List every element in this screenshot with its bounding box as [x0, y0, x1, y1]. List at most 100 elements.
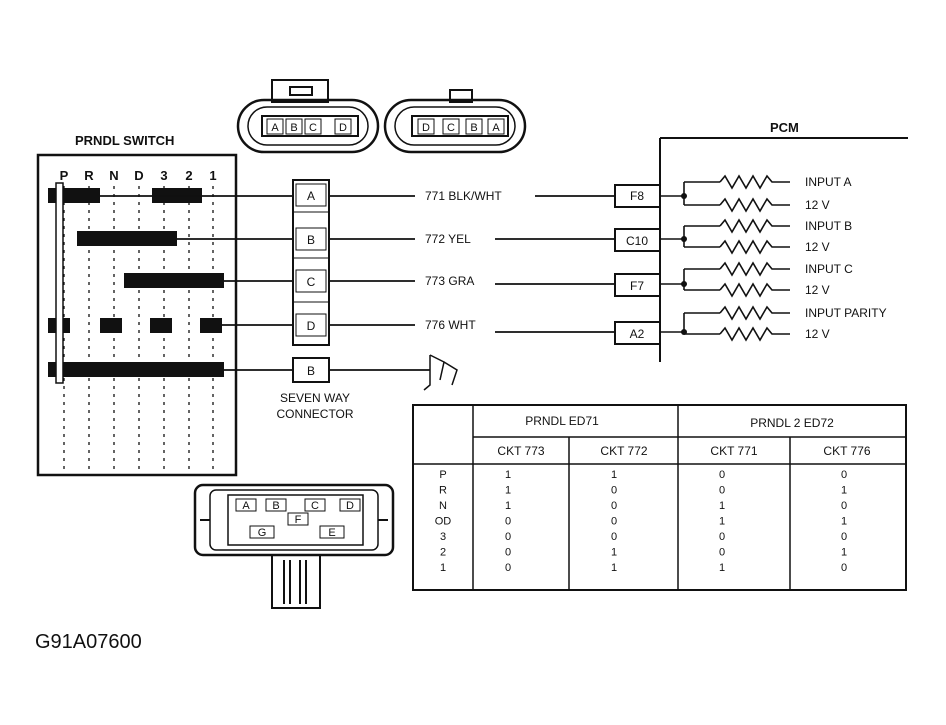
table-col-ckt-776: CKT 776 — [823, 444, 870, 458]
pcm-pin-c10: C10 — [614, 228, 661, 252]
bottom-pin-b: B — [265, 498, 287, 512]
svg-text:B: B — [290, 122, 297, 134]
svg-text:D: D — [307, 319, 316, 333]
pos-label-1: 1 — [209, 168, 216, 183]
table-cell: 1 — [505, 469, 511, 481]
table-cell: 1 — [611, 547, 617, 559]
connector-label-line2: CONNECTOR — [276, 407, 353, 421]
table-group-ed72: PRNDL 2 ED72 — [750, 416, 834, 430]
wire-label-771: 771 BLK/WHT — [425, 189, 502, 203]
top-connector-right-pin-d: D — [417, 118, 435, 135]
pos-label-n: N — [109, 168, 118, 183]
bottom-connector: A B C D F G E — [193, 483, 395, 609]
input-a-voltage: 12 V — [805, 198, 830, 212]
svg-text:F: F — [295, 514, 302, 526]
input-c-voltage: 12 V — [805, 283, 830, 297]
svg-text:A: A — [307, 189, 315, 203]
table-cell: 1 — [611, 469, 617, 481]
table-cell: 1 — [719, 562, 725, 574]
connector-to-pcm-wires — [329, 195, 615, 333]
table-cell: 1 — [505, 485, 511, 497]
connector-label-line1: SEVEN WAY — [280, 391, 350, 405]
svg-text:B: B — [272, 500, 279, 512]
seven-way-connector: A B C D — [292, 179, 330, 346]
svg-text:A: A — [271, 122, 279, 134]
svg-text:B: B — [307, 233, 315, 247]
pos-label-d: D — [134, 168, 143, 183]
table-row-position: OD — [435, 516, 452, 528]
prndl-switch: P R N D 3 2 1 — [36, 153, 238, 477]
connector-pin-d: D — [295, 313, 327, 337]
pos-label-2: 2 — [185, 168, 192, 183]
top-connector-left-pin-b: B — [285, 118, 303, 135]
svg-text:D: D — [422, 122, 430, 134]
bottom-pin-c: C — [304, 498, 326, 512]
connector-pin-c: C — [295, 269, 327, 293]
input-b-label: INPUT B — [805, 219, 852, 233]
pos-label-3: 3 — [160, 168, 167, 183]
input-parity-voltage: 12 V — [805, 327, 830, 341]
table-cell: 0 — [611, 531, 617, 543]
input-parity-label: INPUT PARITY — [805, 306, 887, 320]
bottom-pin-g: G — [249, 525, 275, 539]
top-connector-left-pin-c: C — [304, 118, 322, 135]
pos-label-r: R — [84, 168, 94, 183]
input-c-label: INPUT C — [805, 262, 853, 276]
switch-position-labels: P R N D 3 2 1 — [60, 168, 217, 183]
svg-text:A2: A2 — [630, 327, 645, 341]
table-cell: 0 — [841, 562, 847, 574]
svg-text:D: D — [339, 122, 347, 134]
table-cell: 0 — [719, 485, 725, 497]
table-cell: 0 — [505, 516, 511, 528]
connector-pin-b: B — [295, 227, 327, 251]
table-cell: 1 — [505, 500, 511, 512]
bottom-pin-f: F — [287, 512, 309, 526]
ground-icon — [423, 354, 458, 391]
input-a-label: INPUT A — [805, 175, 851, 189]
connector-pin-a: A — [295, 183, 327, 207]
wire-label-773: 773 GRA — [425, 274, 474, 288]
table-cell: 0 — [719, 531, 725, 543]
svg-text:F8: F8 — [630, 189, 644, 203]
table-cell: 1 — [719, 500, 725, 512]
table-col-ckt-773: CKT 773 — [497, 444, 544, 458]
svg-text:C: C — [311, 500, 319, 512]
pcm-pin-f8: F8 — [614, 184, 661, 208]
switch-slider-rail — [55, 182, 64, 384]
svg-text:C10: C10 — [626, 234, 648, 248]
pcm-input-labels: INPUT A 12 V INPUT B 12 V INPUT C 12 V I… — [805, 175, 887, 341]
ground-connector: B — [292, 357, 430, 383]
svg-text:B: B — [307, 364, 315, 378]
table-row-position: 3 — [440, 531, 446, 543]
pcm-resistors — [719, 174, 790, 342]
table-cell: 0 — [505, 562, 511, 574]
pcm-pin-f7: F7 — [614, 273, 661, 297]
table-cell: 0 — [841, 500, 847, 512]
table-cell: 1 — [611, 562, 617, 574]
pcm-pin-a2: A2 — [614, 321, 661, 345]
pcm-box — [659, 137, 908, 362]
svg-text:C: C — [309, 122, 317, 134]
bottom-pin-a: A — [235, 498, 257, 512]
table-col-ckt-772: CKT 772 — [600, 444, 647, 458]
svg-text:A: A — [242, 500, 250, 512]
svg-text:C: C — [307, 275, 316, 289]
svg-text:E: E — [328, 527, 335, 539]
top-connector-left-pin-d: D — [334, 118, 352, 135]
table-cell: 0 — [611, 516, 617, 528]
table-cell: 0 — [719, 469, 725, 481]
table-cell: 1 — [719, 516, 725, 528]
pos-label-p: P — [60, 168, 69, 183]
svg-text:B: B — [470, 122, 477, 134]
bottom-pin-d: D — [339, 498, 361, 512]
table-group-ed71: PRNDL ED71 — [525, 414, 599, 428]
top-connector-right-pin-b: B — [465, 118, 483, 135]
wire-label-772: 772 YEL — [425, 232, 471, 246]
